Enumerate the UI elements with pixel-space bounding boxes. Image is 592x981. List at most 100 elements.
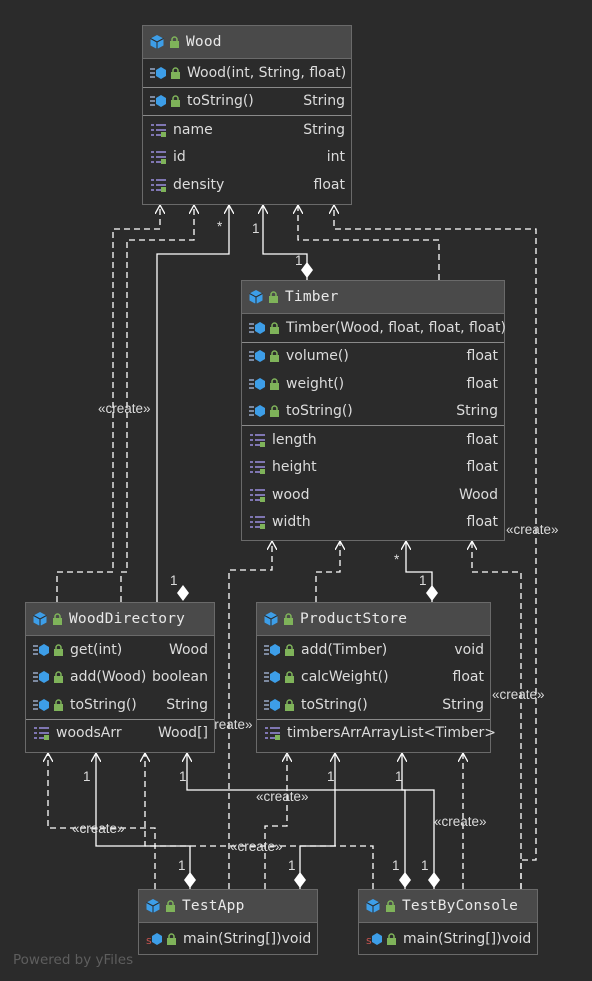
method-row[interactable]: toString() String	[242, 398, 504, 426]
constructor-row[interactable]: Wood(int, String, float)	[143, 59, 351, 87]
method-row[interactable]: s main(String[]) void	[359, 923, 537, 954]
multiplicity-label: 1	[288, 858, 296, 873]
member-type: String	[303, 121, 345, 138]
method-icon	[33, 643, 50, 657]
method-icon	[249, 377, 266, 391]
member-type: float	[466, 431, 498, 448]
constructor-row[interactable]: Timber(Wood, float, float, float)	[242, 314, 506, 342]
member-name: toString()	[187, 93, 254, 110]
class-name: Timber	[285, 289, 339, 305]
field-row[interactable]: height float	[242, 454, 504, 482]
lock-icon	[386, 932, 397, 945]
dep-wooddir-wood	[56, 205, 160, 602]
class-header[interactable]: ProductStore	[257, 603, 490, 636]
diamond-app-2	[294, 872, 306, 888]
lock-icon	[53, 699, 64, 711]
class-header[interactable]: WoodDirectory	[26, 603, 214, 636]
fields-section: woodsArr Wood[]	[26, 720, 214, 748]
method-row[interactable]: weight() float	[242, 370, 504, 398]
method-row[interactable]: s main(String[]) void	[139, 923, 317, 954]
member-name: width	[272, 514, 311, 531]
method-row[interactable]: calcWeight() float	[257, 664, 490, 692]
class-name: TestApp	[182, 898, 245, 914]
svg-text:s: s	[366, 934, 372, 946]
method-row[interactable]: add(Wood) boolean	[26, 664, 214, 692]
member-name: Wood(int, String, float)	[187, 64, 347, 81]
diamond-console-2	[428, 872, 440, 888]
field-row[interactable]: woodsArr Wood[]	[26, 720, 214, 748]
diamond-console-1	[399, 872, 411, 888]
member-type: String	[166, 696, 208, 713]
member-name: add(Wood)	[70, 669, 147, 686]
dep-app-wooddir	[48, 753, 156, 889]
method-row[interactable]: toString() String	[257, 691, 490, 719]
member-type: void	[501, 930, 532, 947]
class-product-store[interactable]: ProductStore add(Timber) void calcWeight…	[256, 602, 496, 753]
svg-text:s: s	[146, 934, 152, 946]
class-header[interactable]: TestByConsole	[359, 890, 537, 923]
methods-section: toString() String	[143, 88, 351, 116]
class-wood[interactable]: Wood Wood(int, String, float) toString()…	[142, 25, 352, 205]
dep-timber-wood	[298, 205, 440, 280]
member-type: String	[442, 696, 484, 713]
member-name: main(String[])	[183, 930, 282, 947]
class-icon	[145, 898, 161, 914]
create-label: «create»	[230, 839, 283, 854]
method-row[interactable]: add(Timber) void	[257, 636, 490, 664]
class-timber[interactable]: Timber Timber(Wood, float, float, float)…	[241, 280, 506, 541]
method-row[interactable]: toString() String	[26, 691, 214, 719]
member-name: density	[173, 176, 225, 193]
class-test-by-console[interactable]: TestByConsole s main(String[]) void	[358, 889, 538, 955]
member-type: Wood	[168, 641, 208, 658]
multiplicity-label: 1	[179, 769, 187, 784]
member-name: toString()	[301, 696, 368, 713]
create-label: «create»	[98, 401, 151, 416]
lock-icon	[170, 67, 181, 79]
field-row[interactable]: id int	[143, 144, 351, 172]
method-icon	[249, 404, 266, 418]
constructors-section: Timber(Wood, float, float, float)	[242, 314, 506, 343]
field-icon	[150, 178, 167, 192]
dep-console-timber	[472, 541, 522, 889]
field-row[interactable]: name String	[143, 116, 351, 144]
method-row[interactable]: volume() float	[242, 343, 504, 371]
dep-app-timber	[228, 541, 272, 889]
class-header[interactable]: Timber	[242, 281, 504, 314]
member-type: ArrayList<Timber>	[361, 725, 496, 742]
class-header[interactable]: Wood	[143, 26, 351, 59]
class-test-app[interactable]: TestApp s main(String[]) void	[138, 889, 318, 955]
dep-app-store	[264, 753, 287, 889]
member-type: int	[326, 149, 345, 166]
create-label: «create»	[492, 687, 545, 702]
method-icon	[33, 698, 50, 712]
class-name: Wood	[186, 34, 222, 50]
dep-store-timber	[315, 541, 340, 602]
class-header[interactable]: TestApp	[139, 890, 317, 923]
member-type: boolean	[152, 669, 208, 686]
fields-section: name String id int density float	[143, 116, 351, 199]
field-icon	[150, 123, 167, 137]
member-type: float	[466, 375, 498, 392]
field-row[interactable]: length float	[242, 426, 504, 454]
assoc-console-wooddir	[187, 753, 406, 889]
member-name: id	[173, 149, 186, 166]
lock-icon	[284, 699, 295, 711]
assoc-wooddir-wood	[156, 205, 229, 602]
field-icon	[264, 726, 281, 741]
field-row[interactable]: density float	[143, 171, 351, 199]
member-name: calcWeight()	[301, 669, 389, 686]
methods-section: s main(String[]) void	[139, 923, 317, 954]
method-row[interactable]: toString() String	[143, 88, 351, 116]
class-wood-directory[interactable]: WoodDirectory get(int) Wood add(Wood) bo…	[25, 602, 215, 753]
member-name: toString()	[286, 403, 353, 420]
diamond-wooddir	[177, 585, 189, 601]
member-name: Timber(Wood, float, float, float)	[286, 319, 506, 336]
field-row[interactable]: width float	[242, 509, 504, 537]
diamond-timber	[301, 262, 313, 278]
field-row[interactable]: wood Wood	[242, 481, 504, 509]
method-row[interactable]: get(int) Wood	[26, 636, 214, 664]
dep-wooddir-wood-2	[120, 205, 194, 602]
field-row[interactable]: timbersArr ArrayList<Timber>	[257, 720, 496, 748]
member-type: float	[452, 669, 484, 686]
lock-icon	[53, 671, 64, 684]
